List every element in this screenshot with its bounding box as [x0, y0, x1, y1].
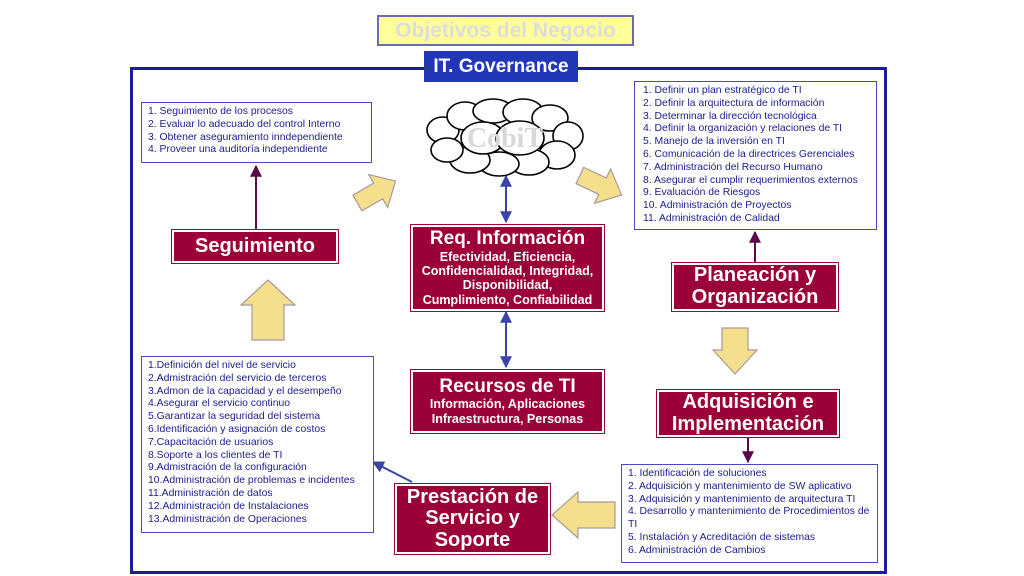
connector-prestacion-list	[371, 461, 413, 483]
list-item: 6. Comunicación de la directrices Gerenc…	[643, 148, 855, 160]
list-item: 4. Proveer una auditoría independiente	[148, 144, 328, 156]
list-item: 3. Obtener aseguramiento inndependiente	[148, 131, 343, 143]
list-item: 3. Determinar la dirección tecnológica	[643, 110, 817, 122]
list-item: 8.Soporte a los clientes de TI	[148, 449, 283, 461]
req-informacion-line: Disponibilidad,	[462, 278, 553, 293]
prestacion-title-line: Servicio y	[425, 507, 520, 530]
list-item: 1. Definir un plan estratégico de TI	[643, 85, 802, 96]
prestacion-title-line: Soporte	[434, 528, 511, 551]
list-item: 4. Desarrollo y mantenimiento de Procedi…	[628, 506, 870, 531]
block-arrow-left	[551, 490, 616, 540]
list-item: 11. Administración de Calidad	[643, 212, 780, 224]
list-item: 2. Evaluar lo adecuado del control Inter…	[148, 118, 341, 130]
list-item: 1. Identificación de soluciones	[628, 468, 767, 479]
planeacion-list: 1. Definir un plan estratégico de TI 2. …	[634, 81, 877, 230]
block-arrow-down	[711, 327, 759, 375]
list-item: 3. Adquisición y mantenimiento de arquit…	[628, 493, 856, 505]
adquisicion-box: Adquisición e Implementación	[657, 390, 839, 437]
list-item: 5. Manejo de la inversión en TI	[643, 136, 785, 148]
recursos-ti-title: Recursos de TI	[439, 375, 576, 397]
list-item: 7. Administración del Recurso Humano	[643, 161, 823, 173]
cobit-label: CobiT	[467, 123, 544, 154]
it-governance-label: IT. Governance	[424, 51, 578, 82]
planeacion-box: Planeación y Organización	[672, 263, 838, 311]
req-informacion-line: Cumplimiento, Confiabilidad	[422, 292, 593, 307]
list-item: 9. Evaluación de Riesgos	[643, 187, 761, 199]
block-arrow-down-right	[575, 166, 623, 205]
list-item: 2.Admistración del servicio de terceros	[148, 372, 327, 384]
list-item: 5. Instalación y Acreditación de sistema…	[628, 531, 816, 543]
recursos-ti-box: Recursos de TI Información, Aplicaciones…	[411, 370, 604, 433]
list-item: 10. Administración de Proyectos	[643, 200, 792, 212]
business-objectives-banner: Objetivos del Negocio	[377, 15, 634, 46]
req-informacion-box: Req. Información Efectividad, Eficiencia…	[411, 225, 604, 311]
list-item: 3.Admon de la capacidad y el desempeño	[148, 385, 342, 397]
planeacion-title-line: Planeación y	[693, 264, 817, 287]
recursos-ti-line: Infraestructura, Personas	[431, 411, 584, 426]
prestacion-box: Prestación de Servicio y Soporte	[395, 484, 550, 554]
prestacion-title-line: Prestación de	[406, 485, 539, 508]
adquisicion-list: 1. Identificación de soluciones 2. Adqui…	[621, 464, 878, 563]
adquisicion-title-line: Adquisición e	[682, 390, 814, 413]
cloud-icon: CobiT	[426, 98, 584, 177]
list-item: 1. Seguimiento de los procesos	[148, 106, 293, 117]
list-item: 8. Asegurar el cumplir requerimientos ex…	[643, 174, 858, 186]
list-item: 10.Administración de problemas e inciden…	[148, 475, 355, 487]
req-informacion-line: Confidencialidad, Integridad,	[421, 263, 594, 278]
list-item: 9.Admistración de la configuración	[148, 462, 307, 474]
list-item: 7.Capacitación de usuarios	[148, 436, 274, 448]
list-item: 6.Identificación y asignación de costos	[148, 423, 326, 435]
block-arrow-up	[239, 279, 297, 341]
seguimiento-list: 1. Seguimiento de los procesos 2. Evalua…	[141, 102, 372, 163]
block-arrow-up-right	[352, 173, 397, 212]
adquisicion-title-line: Implementación	[671, 412, 825, 435]
list-item: 12.Administración de Instalaciones	[148, 500, 309, 512]
prestacion-list: 1.Definición del nivel de servicio 2.Adm…	[141, 356, 374, 533]
list-item: 11.Administración de datos	[148, 487, 273, 499]
seguimiento-title: Seguimiento	[194, 234, 315, 257]
planeacion-title-line: Organización	[691, 286, 819, 308]
list-item: 4.Asegurar el servicio continuo	[148, 398, 291, 410]
list-item: 2. Adquisición y mantenimiento de SW apl…	[628, 480, 852, 492]
list-item: 6. Administración de Cambios	[628, 544, 766, 556]
list-item: 4. Definir la organización y relaciones …	[643, 123, 843, 135]
recursos-ti-line: Información, Aplicaciones	[429, 397, 586, 412]
list-item: 1.Definición del nivel de servicio	[148, 360, 296, 371]
seguimiento-box: Seguimiento	[172, 230, 338, 263]
cobit-cloud: CobiT	[425, 98, 585, 178]
list-item: 13.Administración de Operaciones	[148, 513, 307, 525]
list-item: 2. Definir la arquitectura de informació…	[643, 97, 825, 109]
req-informacion-title: Req. Información	[429, 227, 586, 249]
req-informacion-line: Efectividad, Eficiencia,	[439, 249, 576, 264]
list-item: 5.Garantizar la seguridad del sistema	[148, 411, 321, 423]
